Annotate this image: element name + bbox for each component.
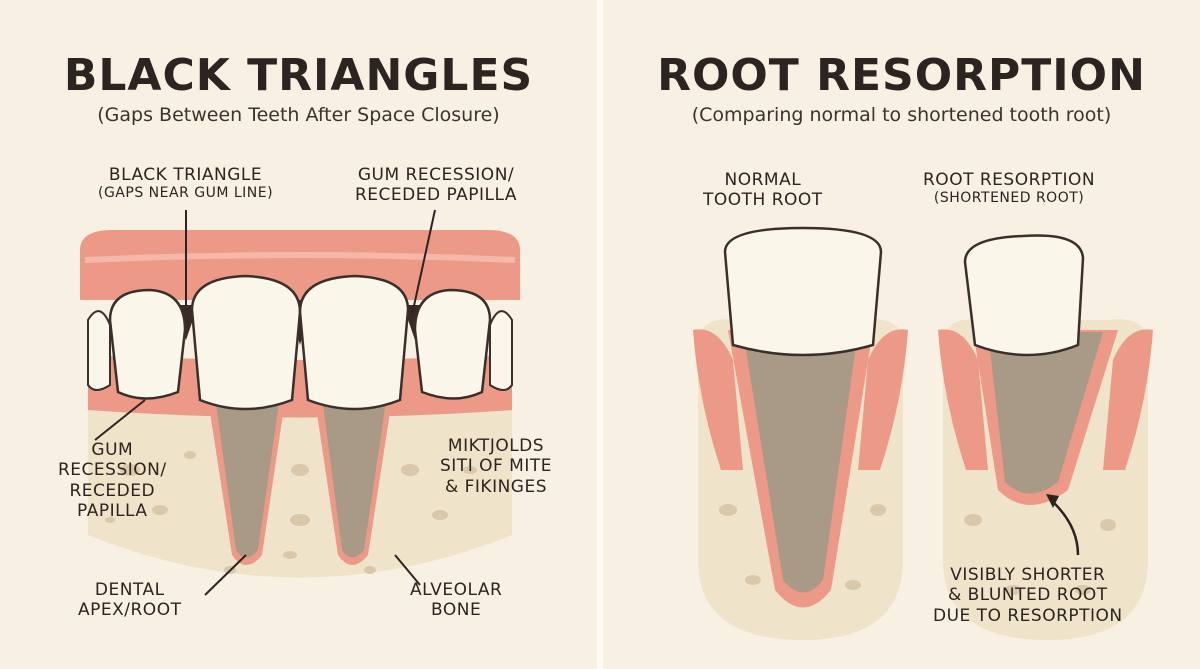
upper-gum: [80, 229, 520, 300]
normal-crown: [723, 226, 883, 357]
alveolar-bone-area: [88, 395, 512, 578]
panel-divider: [597, 0, 603, 669]
bone-pores: [105, 451, 477, 574]
label-visibly-shorter: VISIBLY SHORTER & BLUNTED ROOT DUE TO RE…: [933, 565, 1123, 626]
label-mikt: MIKTJOLDS SITI OF MITE & FIKINGES: [440, 436, 552, 497]
resorbed-crown: [963, 234, 1085, 357]
tooth-central-right: [298, 274, 410, 411]
resorption-arrow: [1050, 499, 1080, 556]
tooth-lateral-right: [413, 288, 492, 400]
lower-gum: [88, 355, 512, 418]
black-triangles-illustration: [80, 209, 520, 596]
black-triangles-panel: BLACK TRIANGLES (Gaps Between Teeth Afte…: [0, 0, 597, 669]
black-triangles-subtitle: (Gaps Between Teeth After Space Closure): [97, 104, 500, 126]
root-resorption-illustration: [693, 226, 1153, 640]
root-resorption-panel: ROOT RESORPTION (Comparing normal to sho…: [603, 0, 1200, 669]
tooth-central-left: [190, 274, 302, 411]
leader-lines: [94, 209, 436, 596]
label-gum-recession-side: GUM RECESSION/ RECEDED PAPILLA: [58, 440, 167, 522]
black-triangles-title: BLACK TRIANGLES: [63, 50, 534, 101]
root-resorption-title: ROOT RESORPTION: [657, 50, 1146, 101]
label-gum-recession-top: GUM RECESSION/ RECEDED PAPILLA: [355, 165, 518, 206]
root-resorption-subtitle: (Comparing normal to shortened tooth roo…: [691, 104, 1112, 126]
tooth-lateral-left: [108, 288, 187, 400]
label-normal-root: NORMAL TOOTH ROOT: [703, 170, 823, 211]
label-alveolar-bone: ALVEOLAR BONE: [410, 580, 503, 621]
label-black-triangle: BLACK TRIANGLE (GAPS NEAR GUM LINE): [98, 165, 274, 202]
resorbed-gum: [938, 329, 988, 470]
label-root-resorption: ROOT RESORPTION (SHORTENED ROOT): [923, 170, 1096, 207]
label-dental-apex: DENTAL APEX/ROOT: [78, 580, 182, 621]
normal-gum: [693, 329, 743, 470]
